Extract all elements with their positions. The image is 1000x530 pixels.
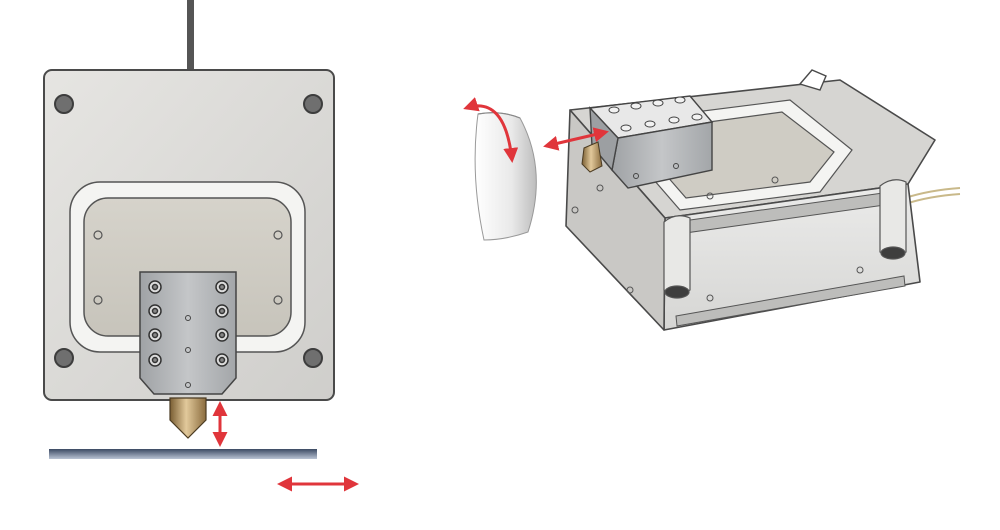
mounting-hole [303,348,323,368]
vertical-bores [663,179,907,299]
mounting-hole [54,94,74,114]
screw-hole [93,230,103,240]
front-view [43,0,359,492]
perspective-view [463,69,961,331]
cable [187,0,194,72]
carriage-plate [139,271,237,395]
screw-hole [273,295,283,305]
side-cable [904,187,961,205]
rotation-arrow [463,97,519,163]
plate-screws [148,280,229,367]
screw-hole [273,230,283,240]
sample-surface [49,449,317,459]
mounting-hole [303,94,323,114]
mounting-holes [54,94,323,368]
mounting-hole [54,348,74,368]
front-slot [675,275,906,327]
screw-hole [93,295,103,305]
probe-tip [169,397,207,439]
horizontal-motion-arrow [543,127,609,151]
